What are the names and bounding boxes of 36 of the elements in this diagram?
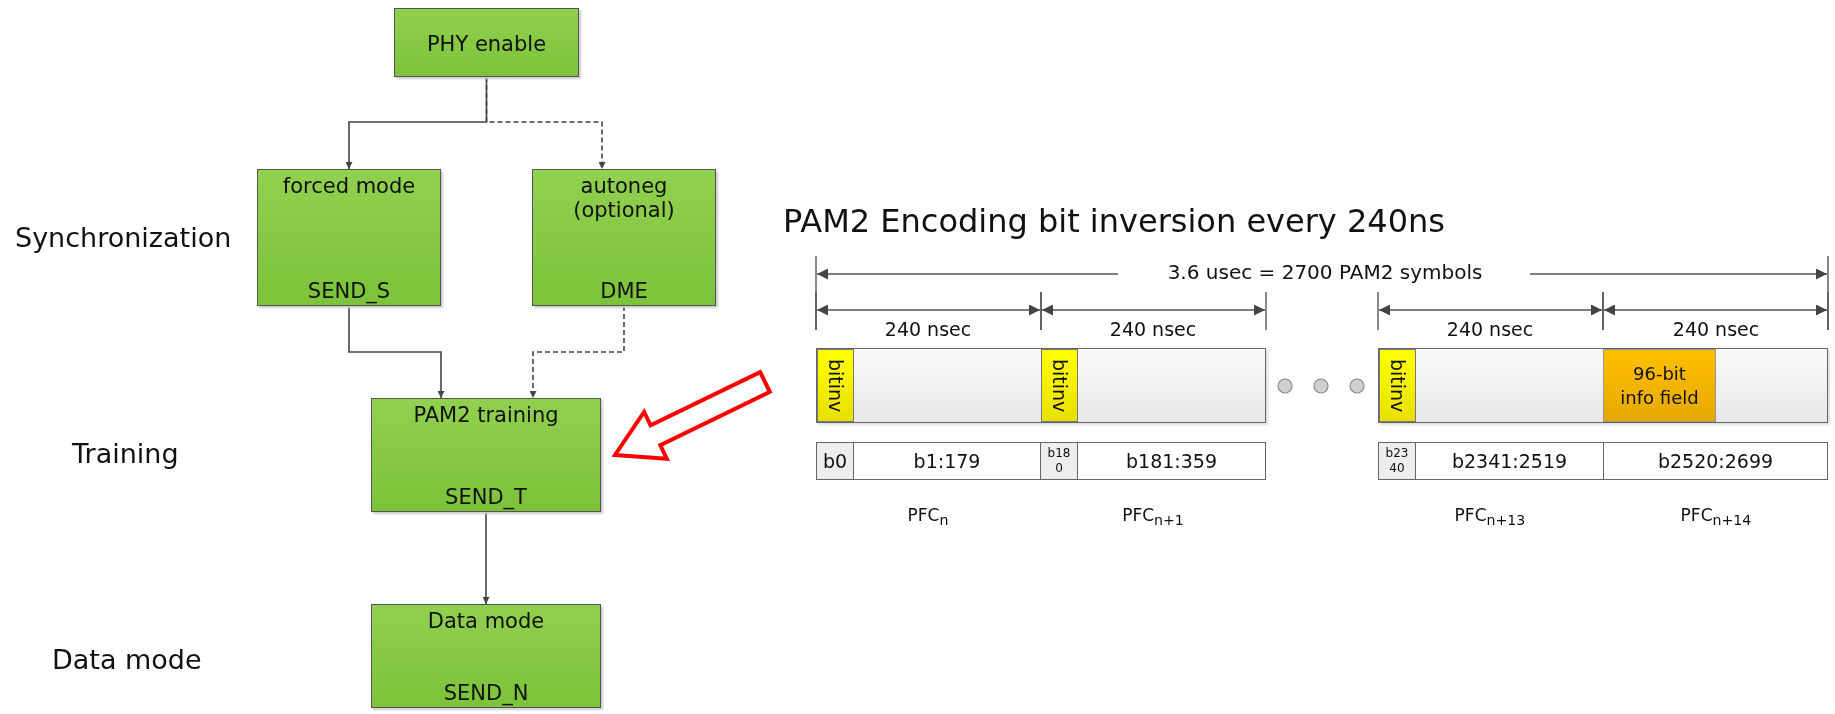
diagram-heading: PAM2 Encoding bit inversion every 240ns <box>783 202 1445 240</box>
bit-inversion-field: bitinv <box>1379 349 1416 422</box>
bit-range-cell: b0 <box>816 442 854 480</box>
process-box <box>532 169 716 306</box>
node-heading: PHY enable <box>426 31 547 56</box>
frame-bar <box>816 348 1266 423</box>
bit-range-cell: b1:179 <box>853 442 1041 480</box>
process-box <box>371 604 601 708</box>
arrow <box>485 76 606 170</box>
section-label: Synchronization <box>15 222 232 253</box>
arrow <box>529 305 625 399</box>
process-box <box>394 8 579 77</box>
bit-range-cell: b181:359 <box>1077 442 1266 480</box>
process-box <box>257 169 441 306</box>
bit-inversion-field: bitinv <box>817 349 854 422</box>
node-subtext: SEND_T <box>445 485 527 509</box>
node-heading: Data mode <box>427 609 545 633</box>
node-subtext: SEND_N <box>443 681 529 705</box>
bit-range-cell: b180 <box>1040 442 1078 480</box>
node-heading: forced mode <box>282 174 416 198</box>
frame-bar <box>1378 348 1828 423</box>
process-box <box>371 398 601 512</box>
bit-range-cell: b2520:2699 <box>1603 442 1828 480</box>
node-heading: autoneg (optional) <box>572 174 676 222</box>
arrow <box>482 511 490 605</box>
section-label: Training <box>72 438 179 469</box>
bit-range-cell: b2340 <box>1378 442 1416 480</box>
bit-range-cell: b2341:2519 <box>1415 442 1604 480</box>
node-subtext: DME <box>600 279 648 303</box>
info-field: 96-bit info field <box>1603 349 1716 422</box>
arrow <box>348 305 445 399</box>
section-label: Data mode <box>52 644 202 675</box>
hollow-arrow <box>611 369 773 461</box>
bit-inversion-field: bitinv <box>1041 349 1078 422</box>
node-heading: PAM2 training <box>413 403 559 427</box>
node-subtext: SEND_S <box>307 279 391 303</box>
